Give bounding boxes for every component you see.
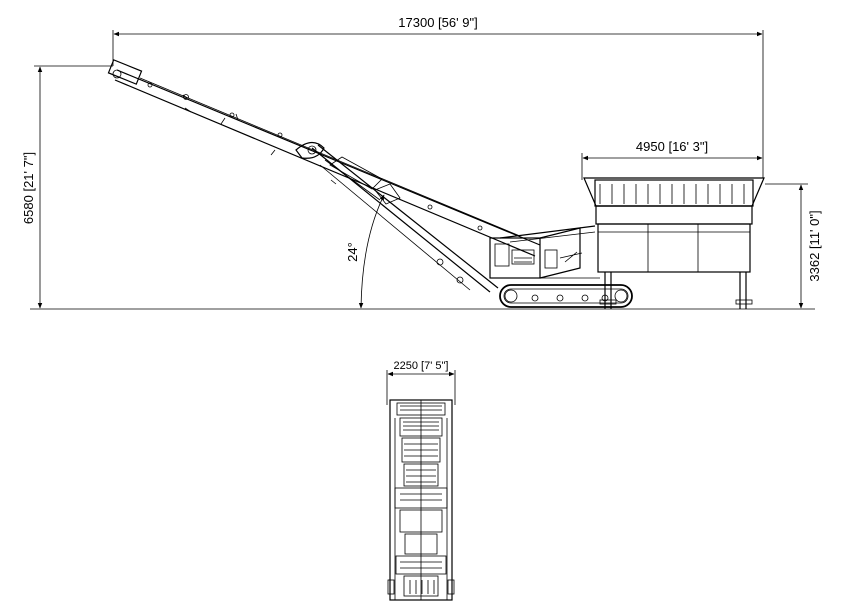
- conveyor-boom: [107, 59, 541, 293]
- hopper-height-label: 3362 [11' 0"]: [807, 210, 822, 281]
- crawler-track: [499, 284, 633, 308]
- hopper: [583, 177, 765, 309]
- overall-length-label: 17300 [56' 9"]: [398, 15, 477, 30]
- overall-height-label: 6580 [21' 7"]: [21, 152, 36, 224]
- top-view: 2250 [7' 5"]: [386, 360, 456, 601]
- hopper-height-dimension: 3362 [11' 0"]: [765, 183, 822, 309]
- conveyor-angle-label: 24°: [345, 242, 360, 262]
- hopper-length-dimension: 4950 [16' 3"]: [581, 139, 763, 180]
- overall-width-label: 2250 [7' 5"]: [394, 360, 449, 372]
- overall-width-dimension: 2250 [7' 5"]: [386, 360, 456, 405]
- chassis: [489, 225, 600, 279]
- overall-length-dimension: 17300 [56' 9"]: [112, 15, 764, 178]
- side-view: 17300 [56' 9"] 6580 [21' 7"] 4950 [16' 3…: [21, 15, 822, 310]
- overall-height-dimension: 6580 [21' 7"]: [21, 65, 113, 309]
- hopper-length-label: 4950 [16' 3"]: [636, 139, 708, 154]
- angle-dimension: 24°: [345, 194, 385, 309]
